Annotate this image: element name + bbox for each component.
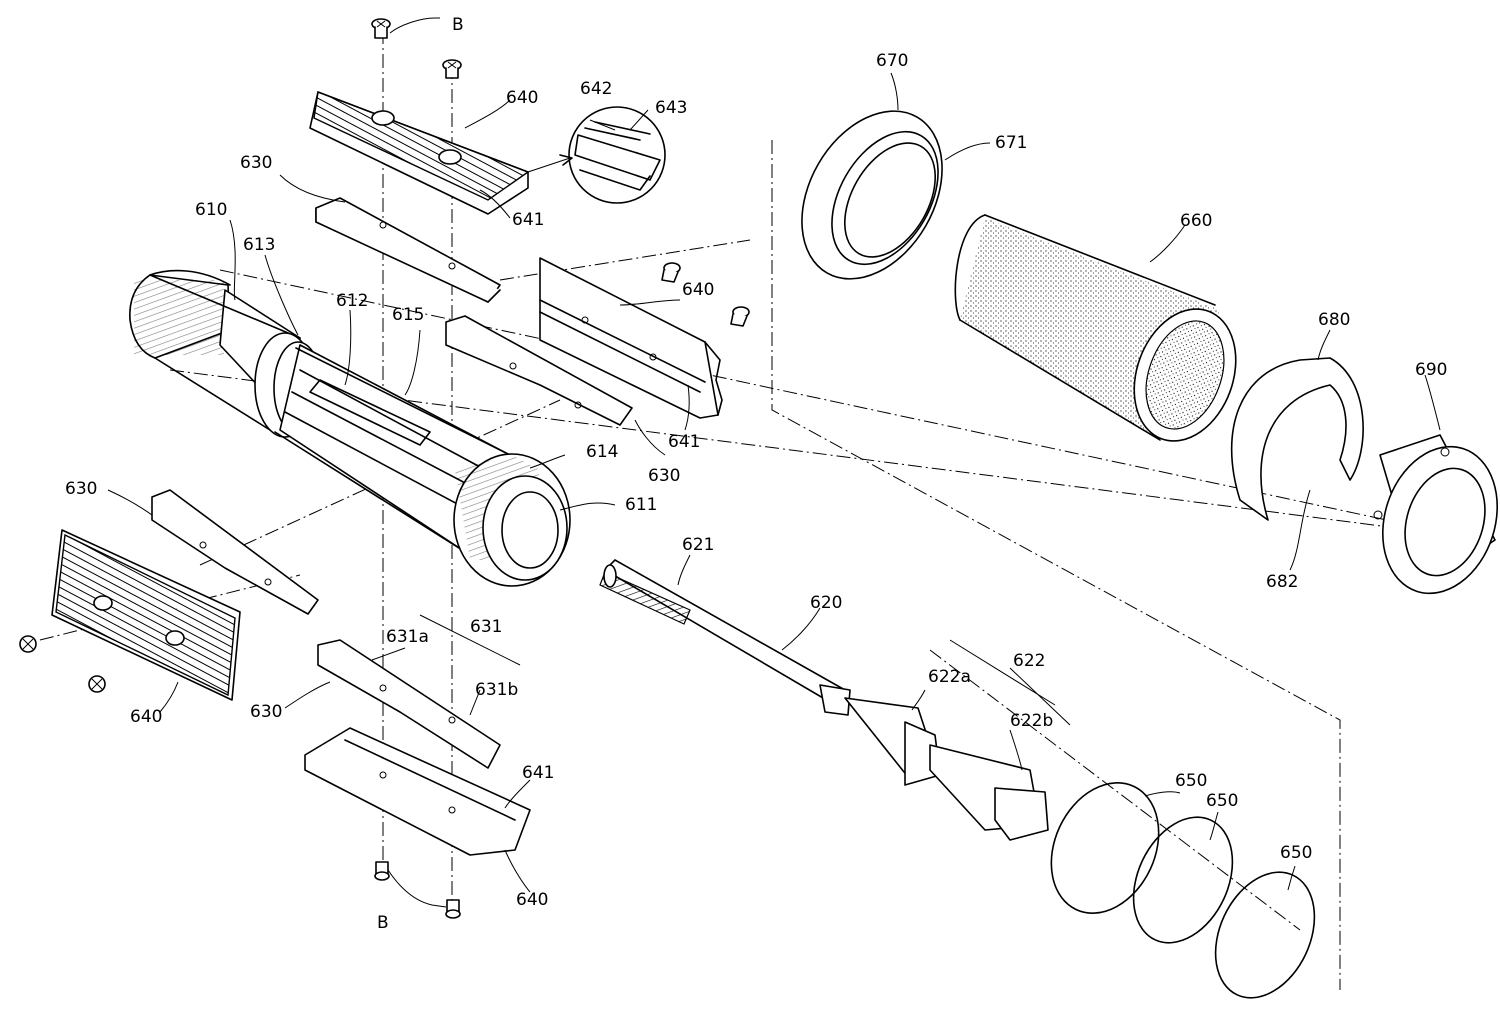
nut-690 <box>1365 432 1500 609</box>
label-670: 670 <box>876 51 908 71</box>
screw-left-upper <box>20 636 36 652</box>
label-b-bottom: B <box>377 913 389 933</box>
label-660: 660 <box>1180 211 1212 231</box>
label-615: 615 <box>392 305 424 325</box>
label-613: 613 <box>243 235 275 255</box>
label-610: 610 <box>195 200 227 220</box>
screw-b-top-left <box>372 19 390 38</box>
label-640-top: 640 <box>506 88 538 108</box>
o-ring-650-b <box>1114 801 1251 959</box>
label-650-a: 650 <box>1175 771 1207 791</box>
ring-670 <box>773 86 970 304</box>
screw-left-lower <box>89 676 105 692</box>
screw-right-upper <box>662 263 680 282</box>
label-621: 621 <box>682 535 714 555</box>
label-612: 612 <box>336 291 368 311</box>
label-b-top: B <box>452 15 464 35</box>
label-630-top: 630 <box>240 153 272 173</box>
wedge-630-top <box>316 198 500 302</box>
label-622b: 622b <box>1010 711 1053 731</box>
label-622a: 622a <box>928 667 971 687</box>
label-640-left: 640 <box>130 707 162 727</box>
label-641-top: 641 <box>512 210 544 230</box>
label-622: 622 <box>1013 651 1045 671</box>
sleeve-660 <box>955 215 1253 455</box>
label-680: 680 <box>1318 310 1350 330</box>
o-ring-650-a <box>1031 765 1179 931</box>
label-614: 614 <box>586 442 618 462</box>
label-631a: 631a <box>386 627 429 647</box>
label-671: 671 <box>995 133 1027 153</box>
detail-view-642-643 <box>528 107 665 203</box>
label-641-bottom: 641 <box>522 763 554 783</box>
screw-b-bottom-right <box>446 900 460 918</box>
label-650-b: 650 <box>1206 791 1238 811</box>
label-642: 642 <box>580 79 612 99</box>
label-682: 682 <box>1266 572 1298 592</box>
label-640-right: 640 <box>682 280 714 300</box>
label-611: 611 <box>625 495 657 515</box>
label-630-left: 630 <box>65 479 97 499</box>
label-650-c: 650 <box>1280 843 1312 863</box>
label-630-right: 630 <box>648 466 680 486</box>
jaw-plate-640-top <box>310 92 528 214</box>
screw-right-lower <box>731 307 749 326</box>
center-axis-lines <box>40 30 1490 990</box>
screw-b-top-right <box>443 60 461 78</box>
o-ring-650-c <box>1196 856 1333 1014</box>
c-ring-680 <box>1232 358 1363 520</box>
label-640-bottom: 640 <box>516 890 548 910</box>
label-631: 631 <box>470 617 502 637</box>
label-620: 620 <box>810 593 842 613</box>
screw-b-bottom-left <box>375 862 389 880</box>
label-631b: 631b <box>475 680 518 700</box>
label-641-right: 641 <box>668 432 700 452</box>
label-643: 643 <box>655 98 687 118</box>
label-630-bottom: 630 <box>250 702 282 722</box>
label-690: 690 <box>1415 360 1447 380</box>
